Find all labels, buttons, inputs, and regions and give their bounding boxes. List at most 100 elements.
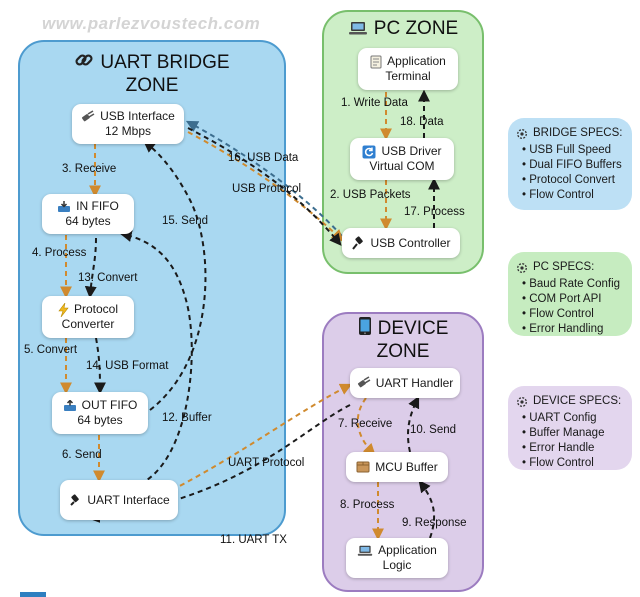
inbox-tray-icon [58, 200, 71, 212]
edge-label-5: 5. Convert [24, 344, 78, 356]
arrow-9-response [418, 480, 436, 539]
edge-label-16: 16. USB Data [228, 152, 299, 164]
uart-interface-node[interactable]: UART Interface [60, 480, 178, 520]
arrow-10-send [407, 395, 420, 453]
usb-driver-label: USB Driver [381, 144, 442, 158]
edge-label-10: 10. Send [410, 424, 457, 436]
application-terminal-label-2: Terminal [385, 69, 431, 83]
pc-specs-list: Baud Rate Config COM Port API Flow Contr… [516, 277, 626, 337]
outbox-tray-icon [63, 399, 76, 411]
uart-handler-node[interactable]: UART Handler [350, 368, 460, 398]
edge-label-8: 8. Process [340, 499, 395, 511]
watermark: www.parlezvoustech.com [42, 14, 261, 33]
usb-plug-icon [82, 109, 95, 121]
usb-interface-node[interactable]: USB Interface 12 Mbps [72, 104, 184, 144]
edge-label-uart-protocol: UART Protocol [228, 457, 305, 469]
device-spec-item: Buffer Manage [522, 426, 626, 441]
in-fifo-node[interactable]: IN FIFO 64 bytes [42, 194, 134, 234]
protocol-converter-node[interactable]: Protocol Converter [42, 296, 134, 338]
bridge-spec-item: Protocol Convert [522, 173, 626, 188]
edge-label-15: 15. Send [162, 215, 209, 227]
in-fifo-label: IN FIFO [76, 199, 119, 213]
laptop-icon [357, 545, 373, 556]
edge-label-11: 11. UART TX [220, 534, 287, 546]
pc-spec-item: Baud Rate Config [522, 277, 626, 292]
pc-spec-item: COM Port API [522, 292, 626, 307]
corner-badge [20, 592, 46, 597]
gear-icon [517, 396, 527, 407]
edge-label-7: 7. Receive [338, 418, 393, 430]
edge-label-3: 3. Receive [62, 163, 117, 175]
bridge-zone-title-line2: ZONE [125, 75, 179, 96]
device-specs-title: DEVICE SPECS: [533, 395, 622, 407]
edge-label-usb-protocol: USB Protocol [232, 183, 302, 195]
usb-driver-sub: Virtual COM [369, 159, 435, 173]
usb-controller-node[interactable]: USB Controller [342, 228, 460, 258]
application-terminal-node[interactable]: Application Terminal [358, 48, 458, 90]
device-spec-item: Flow Control [522, 456, 626, 471]
laptop-icon [348, 22, 367, 35]
bridge-zone-title-line1: UART BRIDGE [100, 52, 230, 73]
edge-label-17: 17. Process [404, 206, 465, 218]
bridge-spec-item: Dual FIFO Buffers [522, 158, 626, 173]
application-logic-label: Application [378, 543, 437, 557]
device-zone-title-line1: DEVICE [377, 318, 449, 339]
usb-cable-icon [352, 236, 364, 250]
arrow-12-buffer [119, 230, 193, 485]
gear-icon [517, 262, 527, 273]
pc-zone-title: PC ZONE [322, 17, 484, 40]
edge-label-12: 12. Buffer [162, 412, 212, 424]
pc-spec-item: Flow Control [522, 307, 626, 322]
mobile-phone-icon [358, 317, 371, 335]
refresh-icon [362, 145, 376, 158]
device-zone-title: DEVICE ZONE [322, 316, 484, 363]
package-box-icon [356, 461, 370, 473]
gear-icon [517, 128, 527, 139]
arrow-15-send [143, 140, 207, 411]
usb-driver-node[interactable]: USB Driver Virtual COM [350, 138, 454, 180]
arrow-7-receive [356, 397, 376, 456]
device-spec-item: UART Config [522, 411, 626, 426]
bridge-specs-panel: BRIDGE SPECS: USB Full Speed Dual FIFO B… [508, 118, 632, 210]
application-logic-node[interactable]: Application Logic [346, 538, 448, 578]
device-specs-panel: DEVICE SPECS: UART Config Buffer Manage … [508, 386, 632, 470]
bridge-specs-title: BRIDGE SPECS: [533, 127, 623, 139]
edge-label-18: 18. Data [400, 116, 444, 128]
uart-handler-label: UART Handler [375, 375, 454, 390]
application-logic-label-2: Logic [382, 558, 412, 572]
arrow-14-usb-format [93, 337, 106, 395]
usb-interface-label: USB Interface [100, 109, 175, 123]
edge-label-1: 1. Write Data [341, 97, 408, 109]
pc-spec-item: Error Handling [522, 322, 626, 337]
bridge-specs-list: USB Full Speed Dual FIFO Buffers Protoco… [516, 143, 626, 203]
edge-label-9: 9. Response [402, 517, 467, 529]
arrow-uart-protocol [171, 383, 353, 491]
application-terminal-label: Application [387, 54, 446, 68]
device-zone-title-line2: ZONE [376, 341, 430, 362]
bridge-spec-item: USB Full Speed [522, 143, 626, 158]
edge-label-13: 13. Convert [78, 272, 138, 284]
mcu-buffer-label: MCU Buffer [375, 459, 438, 474]
mcu-buffer-node[interactable]: MCU Buffer [346, 452, 448, 482]
bridge-spec-item: Flow Control [522, 188, 626, 203]
out-fifo-size: 64 bytes [77, 413, 123, 427]
lightning-icon [58, 302, 69, 317]
edge-label-2: 2. USB Packets [330, 189, 411, 201]
edge-label-14: 14. USB Format [86, 360, 169, 372]
pc-specs-panel: PC SPECS: Baud Rate Config COM Port API … [508, 252, 632, 336]
in-fifo-size: 64 bytes [65, 214, 111, 228]
edge-label-4: 4. Process [32, 247, 87, 259]
out-fifo-label: OUT FIFO [81, 398, 138, 412]
uart-interface-label: UART Interface [87, 492, 170, 507]
bridge-zone-title: UART BRIDGE ZONE [18, 50, 286, 97]
cable-plug-icon [70, 494, 80, 506]
arrow-13-convert [84, 237, 97, 299]
out-fifo-node[interactable]: OUT FIFO 64 bytes [52, 392, 148, 434]
document-icon [370, 55, 382, 68]
arrow-16-usb-data [185, 120, 343, 237]
usb-interface-speed: 12 Mbps [104, 124, 152, 138]
pc-specs-title: PC SPECS: [533, 261, 595, 273]
protocol-converter-label-2: Converter [61, 317, 115, 331]
protocol-converter-label: Protocol [73, 302, 119, 316]
